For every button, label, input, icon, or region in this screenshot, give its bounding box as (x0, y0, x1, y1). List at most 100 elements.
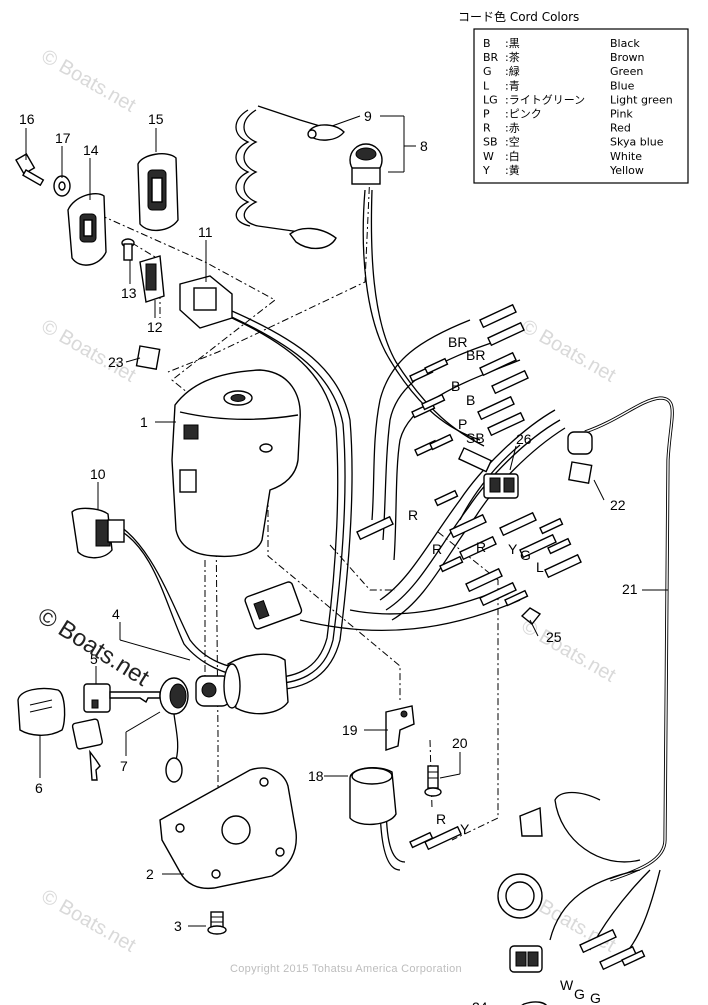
wire-harness (109, 105, 674, 961)
part-number: 25 (546, 629, 562, 645)
legend-row: R :赤 Red (483, 122, 631, 135)
legend-jp: :緑 (505, 64, 520, 78)
part-6-key-cover (17, 687, 66, 736)
legend-code: R (483, 122, 491, 135)
legend-color-name: Black (610, 37, 640, 50)
part-number: 4 (112, 606, 120, 622)
part-26-connector (457, 447, 519, 499)
legend-title: コード色 Cord Colors (458, 10, 579, 24)
part-number: 3 (174, 918, 182, 934)
part-8-lanyard-switch (349, 143, 383, 185)
part-number: 10 (90, 466, 106, 482)
part-12-clip (139, 255, 165, 303)
part-number: 23 (108, 354, 124, 370)
part-number: 22 (610, 497, 626, 513)
wire-label: R (476, 539, 486, 555)
wire-label: R (408, 507, 418, 523)
legend-color-name: Skya blue (610, 136, 664, 149)
legend-jp: :ライトグリーン (505, 92, 585, 106)
legend-code: P (483, 108, 490, 121)
legend-code: SB (483, 136, 498, 149)
legend-code: W (483, 150, 494, 163)
legend-color-name: Pink (610, 108, 633, 121)
watermark-faint-text: © Boats.net (518, 315, 620, 387)
legend-row: LG :ライトグリーン Light green (483, 92, 673, 106)
wire-label: BR (448, 334, 467, 350)
wire-label: R (432, 541, 442, 557)
legend-jp: :赤 (505, 122, 520, 135)
part-25-cap (520, 607, 542, 625)
legend-color-name: Green (610, 65, 643, 78)
legend-jp: :ピンク (505, 108, 542, 121)
wire-label: BR (466, 347, 485, 363)
part-number: 19 (342, 722, 358, 738)
legend-color-name: Yellow (609, 164, 644, 177)
legend-code: B (483, 37, 491, 50)
wire-label: B (466, 392, 475, 408)
copyright-text: Copyright 2015 Tohatsu America Corporati… (230, 963, 462, 975)
part-23-label (135, 345, 161, 370)
legend-code: BR (483, 51, 499, 64)
part-number: 16 (19, 111, 35, 127)
legend-row: P :ピンク Pink (483, 108, 633, 121)
watermark-faint-text: © Boats.net (38, 45, 140, 117)
part-number: 5 (90, 651, 98, 667)
part-20-screw (424, 765, 442, 797)
legend-code: Y (482, 164, 490, 177)
part-16-bolt (15, 153, 45, 187)
part-7-switch-cap (159, 677, 189, 783)
part-1-switch-box (171, 369, 301, 558)
part-number: 26 (516, 431, 532, 447)
part-11-stop-switch (179, 275, 233, 329)
part-21-harness-connectors (244, 431, 593, 973)
legend-color-name: Brown (610, 51, 645, 64)
watermark-faint-text: © Boats.net (38, 885, 140, 957)
part-number: 18 (308, 768, 324, 784)
watermark-faint-text: © Boats.net (38, 315, 140, 387)
legend-row: G :緑 Green (483, 64, 643, 78)
part-number: 1 (140, 414, 148, 430)
part-number: 6 (35, 780, 43, 796)
wire-label: G (574, 986, 585, 1002)
part-24-terminal (521, 1001, 547, 1005)
wire-label: B (451, 378, 460, 394)
part-number: 13 (121, 285, 137, 301)
part-number-labels: 16 17 14 15 11 13 12 23 1 10 9 8 4 5 6 7… (19, 108, 638, 1005)
legend-color-name: Red (610, 122, 631, 135)
part-15-grommet (137, 153, 179, 231)
wire-label: SB (466, 430, 485, 446)
wire-label: L (536, 559, 544, 575)
legend-box (473, 28, 689, 184)
part-number: 8 (420, 138, 428, 154)
wire-label: W (560, 977, 574, 993)
legend-code: LG (483, 93, 498, 106)
connector-pins (356, 303, 646, 971)
legend-color-name: Blue (610, 79, 635, 92)
legend-row: Y :黄 Yellow (482, 163, 644, 177)
wire-label: Y (508, 541, 518, 557)
legend-jp: :黄 (505, 163, 520, 177)
part-number: 11 (198, 224, 213, 240)
legend-code: G (483, 65, 492, 78)
part-number: 14 (83, 142, 99, 158)
part-number: 2 (146, 866, 154, 882)
watermark-main: © Boats.net (33, 602, 154, 692)
part-number: 24 (472, 999, 488, 1005)
legend-color-name: Light green (610, 93, 673, 106)
legend-jp: :黒 (505, 37, 520, 50)
part-22-tag (568, 461, 593, 485)
legend-jp: :青 (505, 79, 520, 92)
part-4-key-switch (195, 653, 289, 715)
part-number: 21 (622, 581, 638, 597)
wire-label: P (458, 416, 467, 432)
part-number: 12 (147, 319, 163, 335)
part-13-screw (121, 238, 135, 261)
legend-row: B :黒 Black (483, 37, 640, 50)
part-number: 15 (148, 111, 164, 127)
